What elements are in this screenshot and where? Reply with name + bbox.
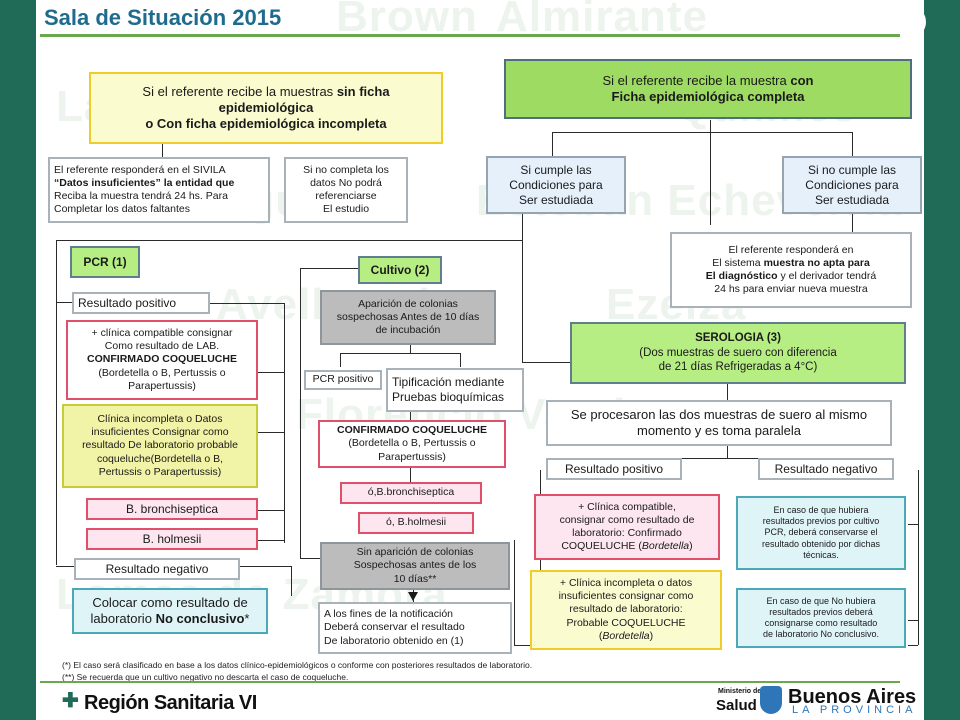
- salud-label: Salud: [716, 697, 757, 714]
- box-resultado-positivo-sero: Resultado positivo: [546, 458, 682, 480]
- connector-line: [340, 353, 460, 354]
- box-bronchiseptica: B. bronchiseptica: [86, 498, 258, 520]
- connector-line: [258, 432, 284, 433]
- connector-line: [514, 645, 540, 646]
- footer-divider: [40, 681, 900, 683]
- connector-line: [291, 566, 292, 596]
- connector-line: [300, 268, 358, 269]
- connector-line: [300, 268, 301, 558]
- box-sin-ficha: Si el referente recibe la muestras sin f…: [89, 72, 443, 144]
- box-resultado-positivo-pcr: Resultado positivo: [72, 292, 210, 314]
- box-resultado-negativo-sero: Resultado negativo: [758, 458, 894, 480]
- connector-line: [284, 303, 285, 543]
- connector-line: [908, 524, 918, 525]
- title-divider: [40, 34, 900, 37]
- box-holmesii: B. holmesii: [86, 528, 258, 550]
- provincia-label: LA PROVINCIA: [792, 704, 917, 716]
- connector-line: [56, 566, 74, 567]
- connector-line: [410, 412, 411, 420]
- buenos-aires-label: Buenos Aires: [788, 686, 917, 708]
- plus-logo-icon: +: [894, 6, 926, 38]
- box-cultivo: Cultivo (2): [358, 256, 442, 284]
- box-pcr: PCR (1): [70, 246, 140, 278]
- connector-line: [727, 384, 728, 400]
- connector-line: [56, 240, 522, 241]
- right-sidebar-band: [924, 0, 960, 720]
- connector-line: [210, 303, 284, 304]
- connector-line: [514, 540, 515, 645]
- connector-line: [56, 302, 72, 303]
- page-title: Sala de Situación 2015: [44, 5, 282, 30]
- connector-line: [460, 353, 461, 367]
- connector-line: [240, 566, 292, 567]
- box-fines-notificacion: A los fines de la notificación Deberá co…: [318, 602, 512, 654]
- connector-line: [258, 372, 284, 373]
- box-pcr-positivo: PCR positivo: [304, 370, 382, 390]
- connector-line: [908, 645, 918, 646]
- footnote-1: (*) El caso será clasificado en base a l…: [62, 660, 533, 670]
- box-sivila: El referente responderá en el SIVILA “Da…: [48, 157, 270, 223]
- connector-line: [727, 446, 728, 458]
- box-confirmado-cultivo: CONFIRMADO COQUELUCHE (Bordetella o B, P…: [318, 420, 506, 468]
- box-serologia: SEROLOGIA (3) (Dos muestras de suero con…: [570, 322, 906, 384]
- connector-line: [340, 353, 341, 367]
- box-se-procesaron: Se procesaron las dos muestras de suero …: [546, 400, 892, 446]
- box-resultado-negativo-pcr: Resultado negativo: [74, 558, 240, 580]
- arrow-down-icon: [408, 592, 418, 601]
- box-previos-si: En caso de que hubiera resultados previo…: [736, 496, 906, 570]
- box-sin-aparicion: Sin aparición de colonias Sospechosas an…: [320, 542, 510, 590]
- connector-line: [258, 510, 284, 511]
- province-shield-icon: [760, 686, 782, 714]
- connector-line: [552, 132, 553, 156]
- connector-line: [710, 120, 711, 225]
- connector-line: [162, 143, 163, 157]
- connector-line: [522, 362, 570, 363]
- box-no-cumple: Si no cumple las Condiciones para Ser es…: [782, 156, 922, 214]
- connector-line: [56, 240, 57, 565]
- region-label: Región Sanitaria VI: [84, 692, 257, 714]
- connector-line: [300, 558, 320, 559]
- box-no-conclusivo: Colocar como resultado de laboratorio No…: [72, 588, 268, 634]
- connector-line: [258, 540, 284, 541]
- connector-line: [552, 132, 852, 133]
- box-no-completa: Si no completa los datos No podrá refere…: [284, 157, 408, 223]
- connector-line: [410, 468, 411, 482]
- box-o-bronchiseptica: ó,B.bronchiseptica: [340, 482, 482, 504]
- box-con-ficha: Si el referente recibe la muestra con Fi…: [504, 59, 912, 119]
- connector-line: [918, 470, 919, 645]
- connector-line: [410, 345, 411, 353]
- box-o-holmesii: ó, B.holmesii: [358, 512, 474, 534]
- connector-line: [852, 214, 853, 232]
- box-clinica-compatible-pcr: + clínica compatible consignar Como resu…: [66, 320, 258, 400]
- box-previos-no: En caso de que No hubiera resultados pre…: [736, 588, 906, 648]
- box-clinica-incompleta-sero: + Clínica incompleta o datos insuficient…: [530, 570, 722, 650]
- ministerio-label: Ministerio de: [718, 688, 762, 695]
- connector-line: [908, 620, 918, 621]
- box-clinica-incompleta-pcr: Clínica incompleta o Datos insuficientes…: [62, 404, 258, 488]
- box-tipificacion: Tipificación mediante Pruebas bioquímica…: [386, 368, 524, 412]
- left-sidebar-band: [0, 0, 36, 720]
- connector-line: [852, 132, 853, 156]
- region-plus-icon: ✚: [62, 690, 79, 712]
- connector-line: [614, 458, 830, 459]
- box-clinica-compatible-sero: + Clínica compatible, consignar como res…: [534, 494, 720, 560]
- connector-line: [522, 214, 523, 362]
- footnote-2: (**) Se recuerda que un cultivo negativo…: [62, 672, 349, 682]
- box-aparicion: Aparición de colonias sospechosas Antes …: [320, 290, 496, 345]
- box-no-apta: El referente responderá en El sistema mu…: [670, 232, 912, 308]
- box-cumple: Si cumple las Condiciones para Ser estud…: [486, 156, 626, 214]
